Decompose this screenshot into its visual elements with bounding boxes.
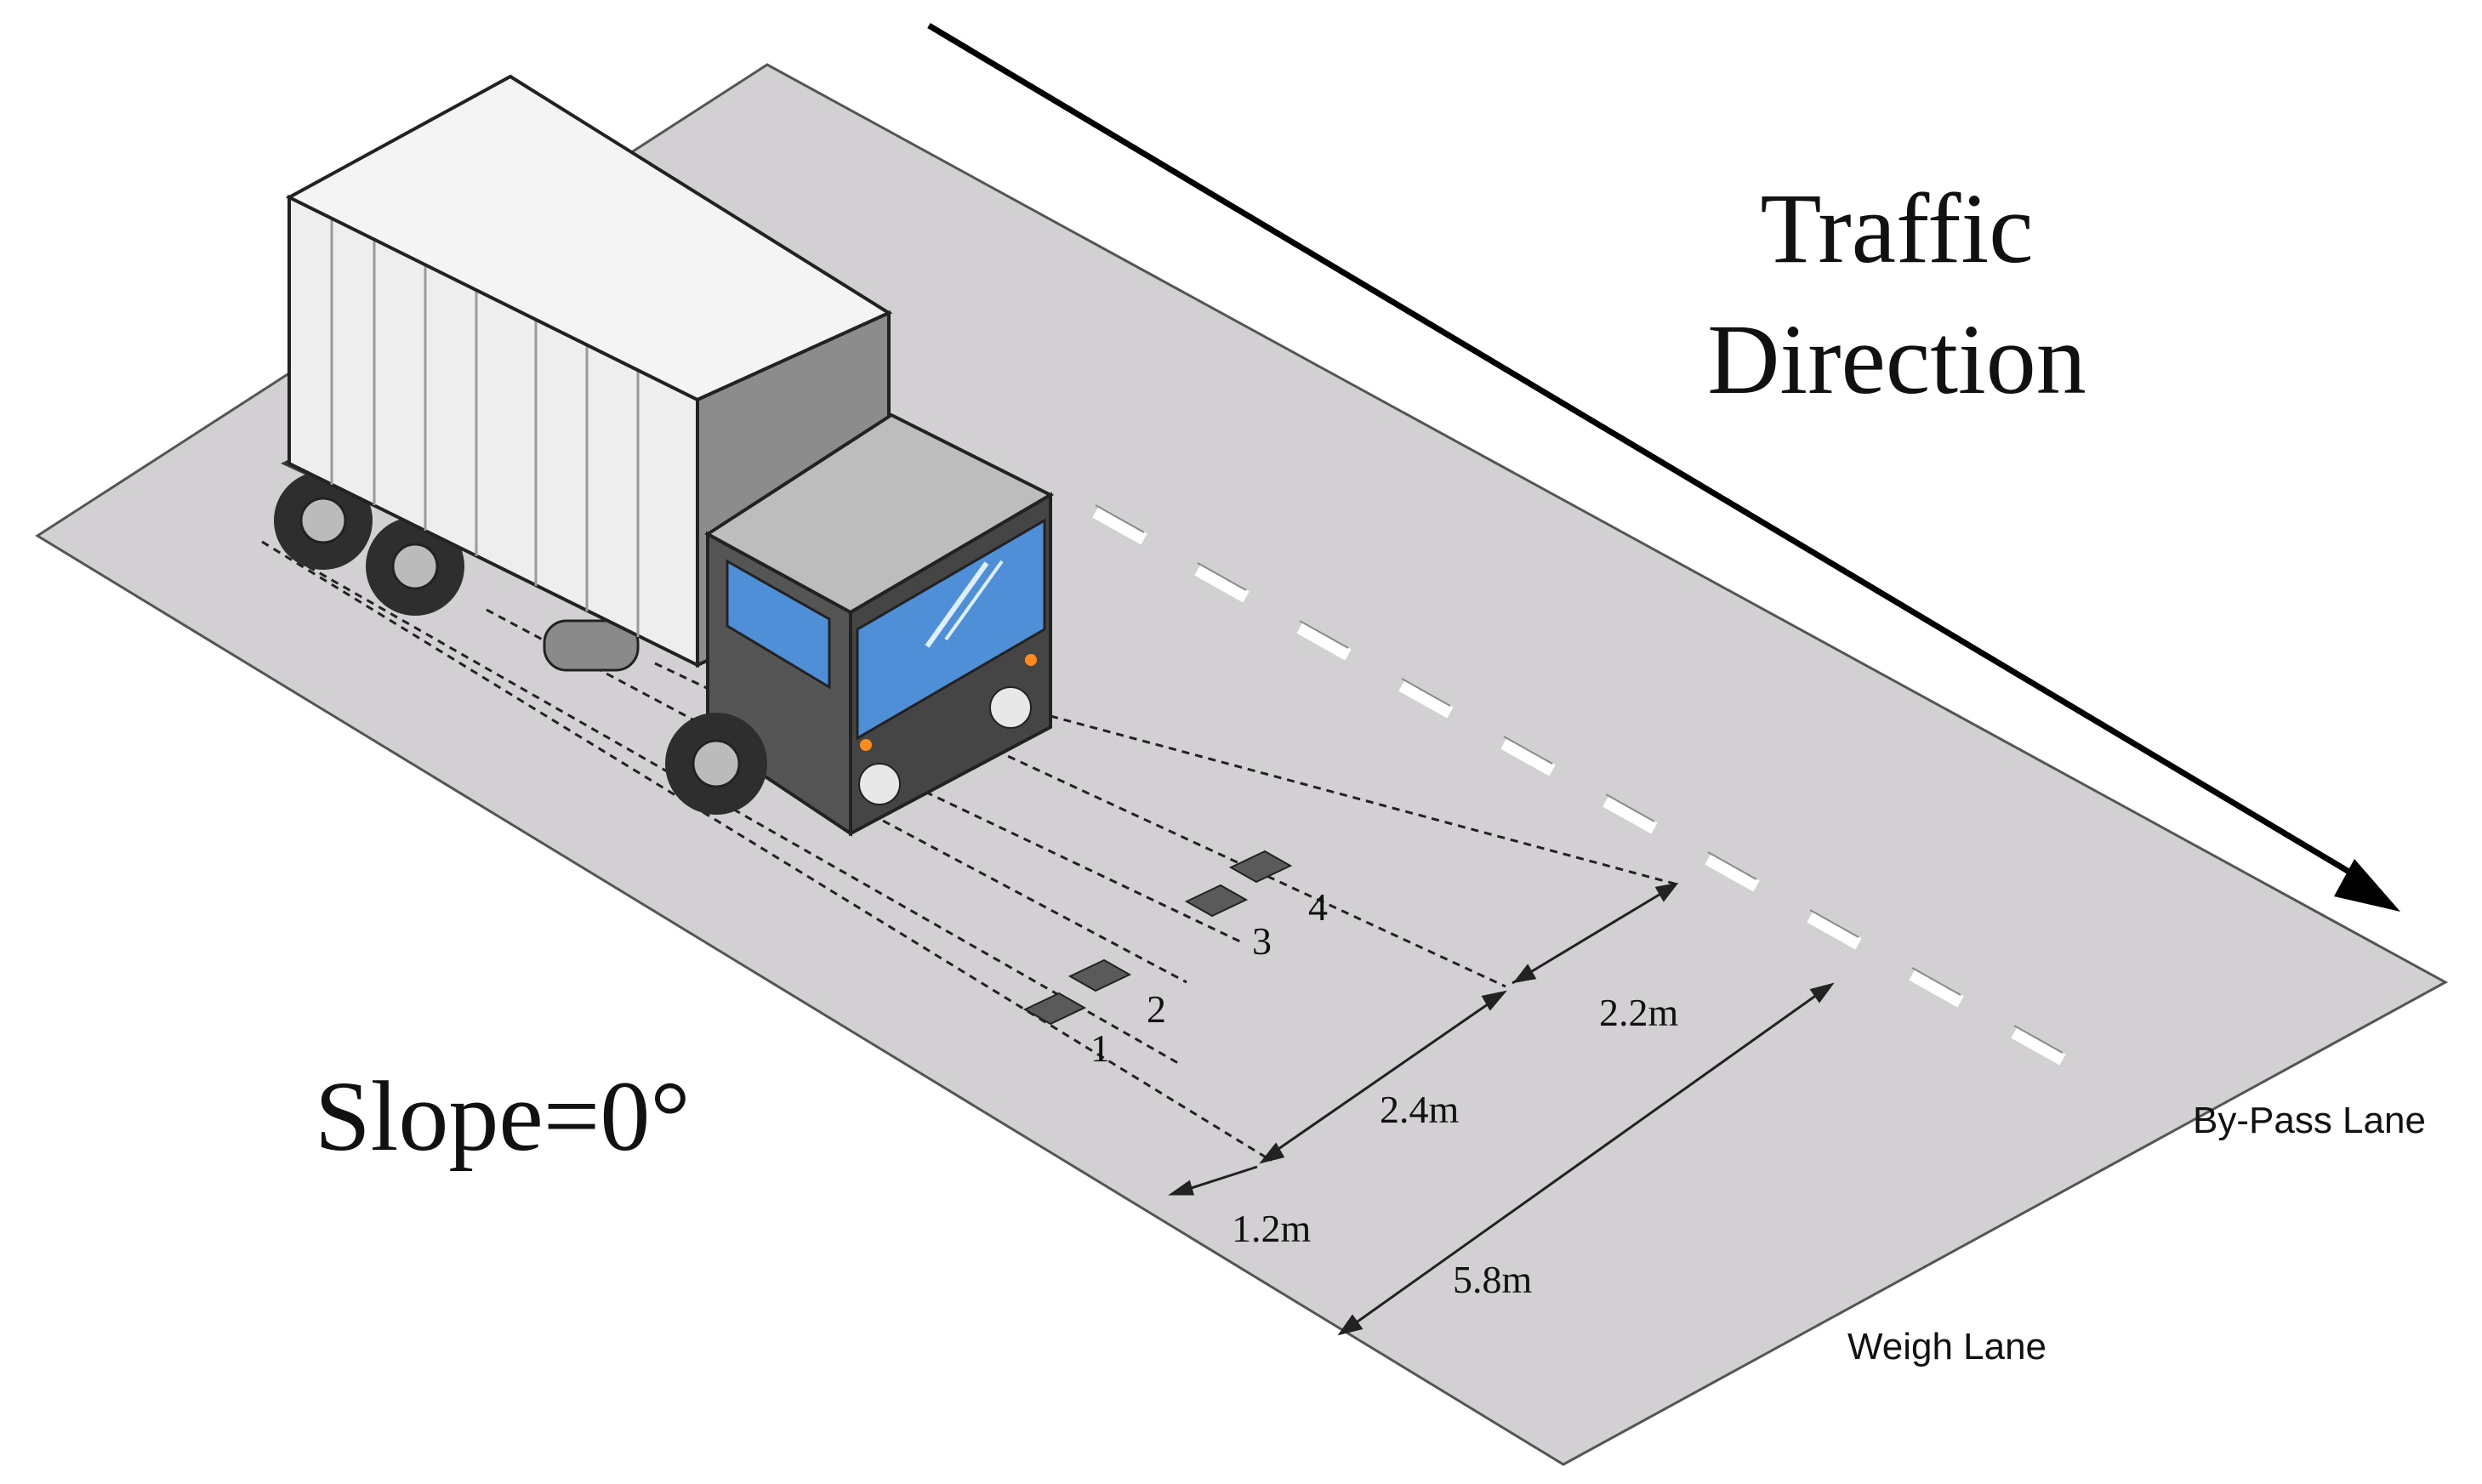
dimension-2: 2.4m <box>1380 1088 1460 1131</box>
sensor-label-1: 1 <box>1090 1026 1110 1070</box>
weigh-lane-label: Weigh Lane <box>1847 1326 2047 1367</box>
sensor-1 <box>1022 992 1087 1026</box>
headlight-left <box>858 763 901 805</box>
truck <box>274 74 1055 837</box>
bypass-lane-label: By-Pass Lane <box>2193 1100 2426 1141</box>
traffic-direction-arrow <box>927 22 2400 912</box>
sensor-label-4: 4 <box>1308 885 1328 929</box>
windshield <box>856 518 1046 741</box>
dimension-3: 2.2m <box>1599 991 1679 1034</box>
title-line-1: Traffic <box>1760 173 2033 284</box>
slope-label: Slope=0° <box>315 1060 691 1172</box>
dimension-arrows <box>1168 882 1835 1336</box>
dimension-1: 1.2m <box>1232 1207 1312 1250</box>
sensor-3 <box>1184 884 1249 918</box>
headlight-right <box>989 686 1032 729</box>
dimension-4: 5.8m <box>1453 1258 1533 1301</box>
front-wheel <box>665 713 767 815</box>
title-line-2: Direction <box>1707 304 2086 415</box>
rear-wheels <box>274 471 464 616</box>
sensor-label-3: 3 <box>1252 919 1272 963</box>
lane-divider-dashes <box>1092 506 2066 1066</box>
sensor-2 <box>1067 958 1132 992</box>
cab-side-window <box>726 559 831 690</box>
sensor-pads <box>1022 850 1293 1026</box>
sensor-4 <box>1228 850 1293 884</box>
sensor-label-2: 2 <box>1147 987 1166 1031</box>
